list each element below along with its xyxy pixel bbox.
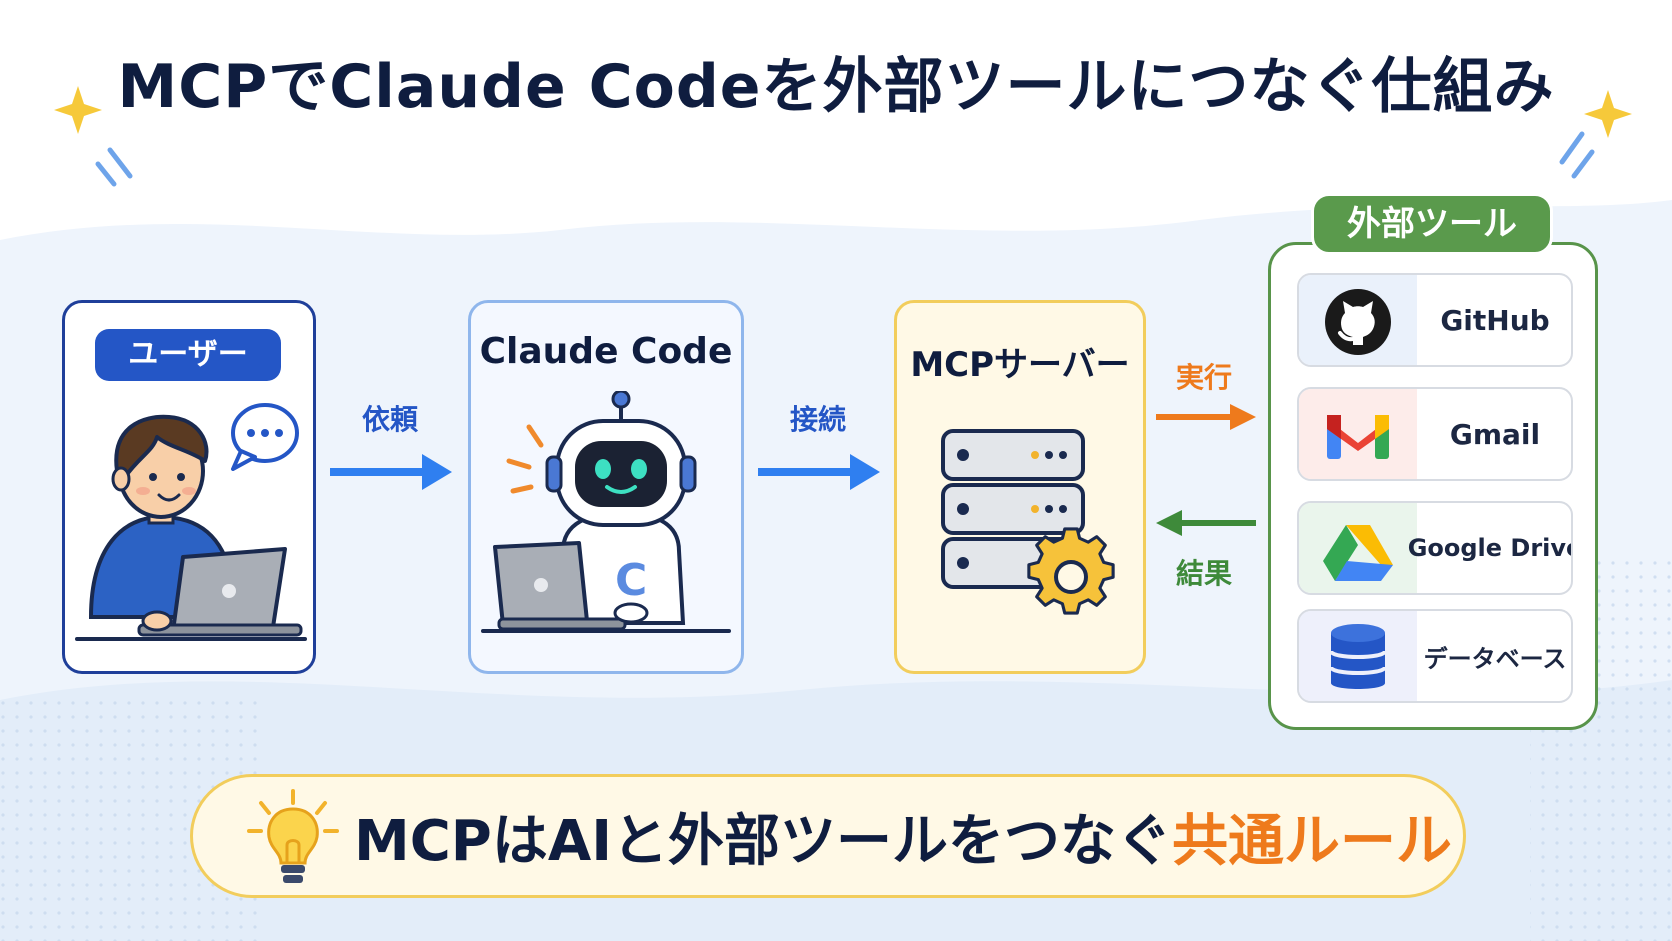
sparkle-right-icon xyxy=(1559,90,1632,179)
tool-row-google-drive: Google Drive xyxy=(1297,501,1573,595)
lightbulb-icon xyxy=(247,789,339,883)
gmail-icon xyxy=(1327,415,1389,459)
tool-row-gmail: Gmail xyxy=(1297,387,1573,481)
svg-text:C: C xyxy=(615,555,647,606)
claude-code-label: Claude Code xyxy=(479,331,733,372)
summary-text: MCPはAIと外部ツールをつなぐ共通ルール xyxy=(354,777,1452,895)
claude-code-card: Claude Code C xyxy=(468,300,744,674)
external-tools-panel: GitHub Gmail Google Drive xyxy=(1268,242,1598,730)
server-gear-icon xyxy=(941,429,1115,615)
user-at-laptop-illustration xyxy=(75,403,307,641)
arrow-request-icon xyxy=(330,454,452,490)
arrow-label-execute: 実行 xyxy=(1175,361,1232,394)
arrow-label-connect: 接続 xyxy=(789,403,846,436)
speech-bubble-icon xyxy=(231,403,299,471)
user-label: ユーザー xyxy=(95,329,281,381)
user-card: ユーザー xyxy=(62,300,316,674)
tool-row-github: GitHub xyxy=(1297,273,1573,367)
laptop-icon xyxy=(493,541,627,631)
sparkle-left-icon xyxy=(54,86,133,187)
github-icon xyxy=(1325,289,1391,355)
summary-highlight-text: 共通ルール xyxy=(1172,808,1453,874)
tool-name-database: データベース xyxy=(1423,644,1567,673)
database-icon xyxy=(1329,624,1387,689)
mcp-server-label: MCPサーバー xyxy=(910,345,1130,385)
google-drive-icon xyxy=(1323,525,1393,581)
arrow-result-icon xyxy=(1156,510,1256,536)
tool-name-google-drive: Google Drive xyxy=(1407,534,1573,562)
tool-row-database: データベース xyxy=(1297,609,1573,703)
page-title: MCPでClaude Codeを外部ツールにつなぐ仕組み xyxy=(117,52,1555,122)
mcp-server-card: MCPサーバー xyxy=(894,300,1146,674)
summary-banner: MCPはAIと外部ツールをつなぐ共通ルール xyxy=(190,774,1466,898)
laptop-icon xyxy=(137,547,303,637)
external-tools-header: 外部ツール xyxy=(1311,193,1553,255)
arrow-label-request: 依頼 xyxy=(361,403,418,436)
tool-name-gmail: Gmail xyxy=(1449,417,1541,451)
arrow-connect-icon xyxy=(758,454,880,490)
arrow-execute-icon xyxy=(1156,404,1256,430)
summary-main-text: MCPはAIと外部ツールをつなぐ xyxy=(353,808,1173,874)
tool-name-github: GitHub xyxy=(1440,303,1550,337)
robot-illustration: C xyxy=(481,391,731,633)
arrow-label-result: 結果 xyxy=(1175,557,1232,590)
